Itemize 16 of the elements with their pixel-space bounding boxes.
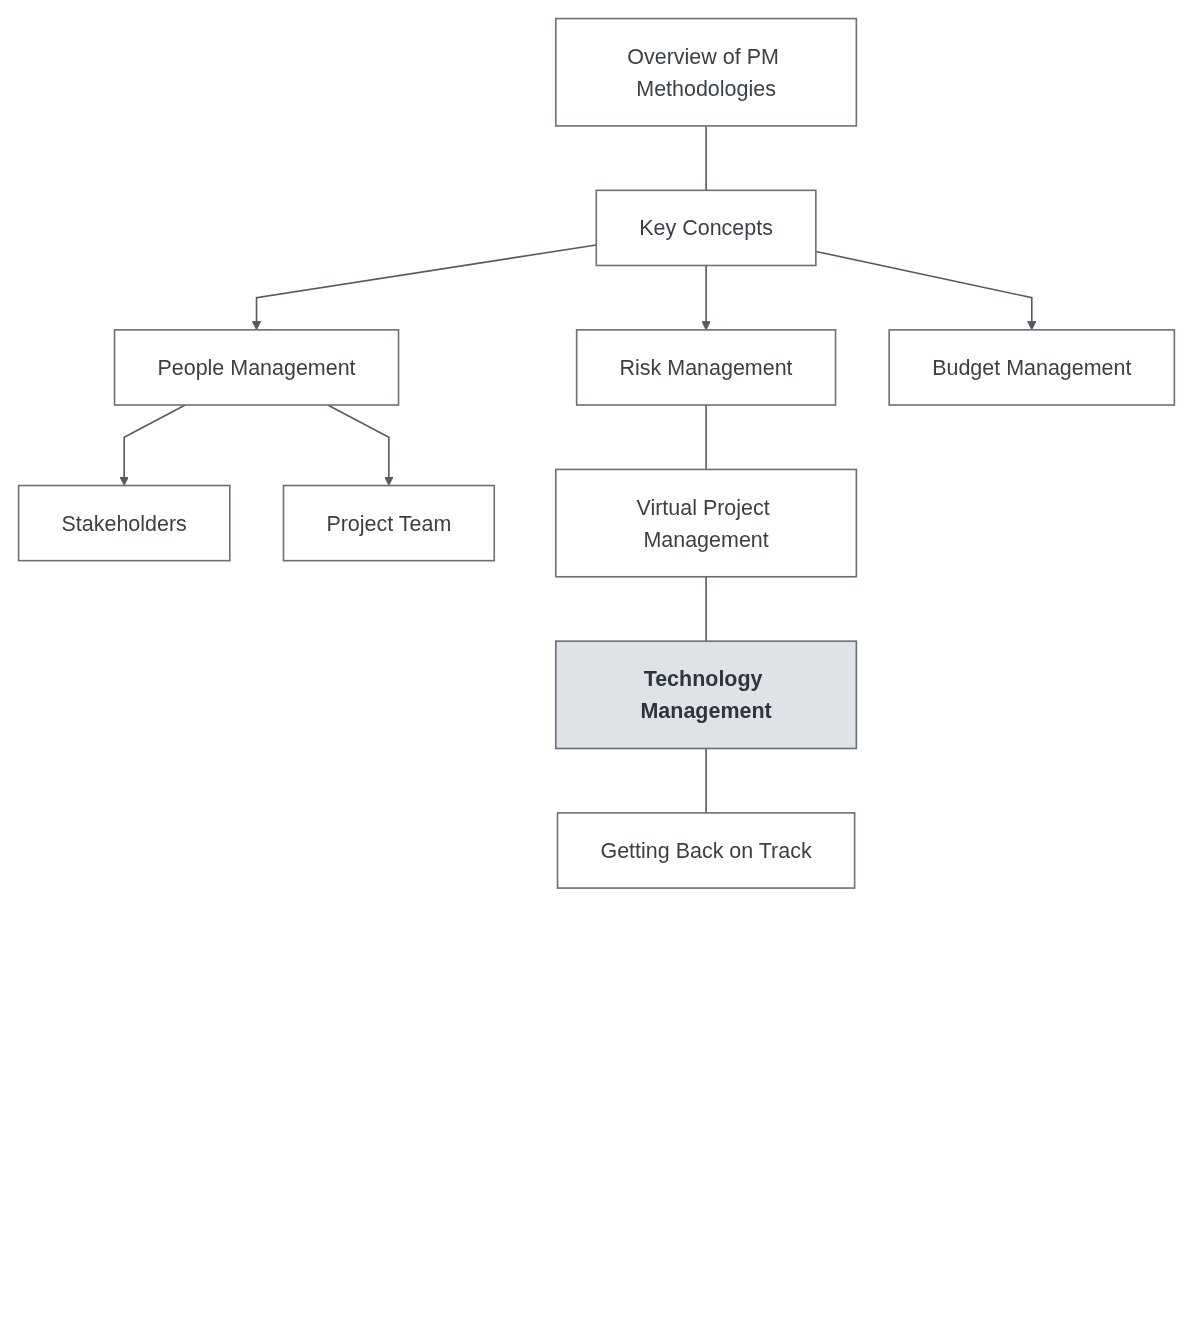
node-box: Budget Management [888,329,1176,406]
connector [705,404,707,471]
node-box: Project Team [282,484,496,562]
node-box: People Management [113,329,400,406]
arrow [701,264,711,331]
node-box: Virtual Project Management [555,468,858,578]
connector [705,125,707,192]
node-box: Risk Management [575,329,837,406]
node-box: Overview of PM Methodologies [555,17,858,127]
arrow [815,250,1037,331]
connector [705,575,707,642]
node-box: Key Concepts [595,189,817,267]
node-box: Getting Back on Track [556,812,856,889]
connector [705,747,707,814]
node-box: Stakeholders [17,484,231,562]
node-box: Technology Management [555,640,858,750]
